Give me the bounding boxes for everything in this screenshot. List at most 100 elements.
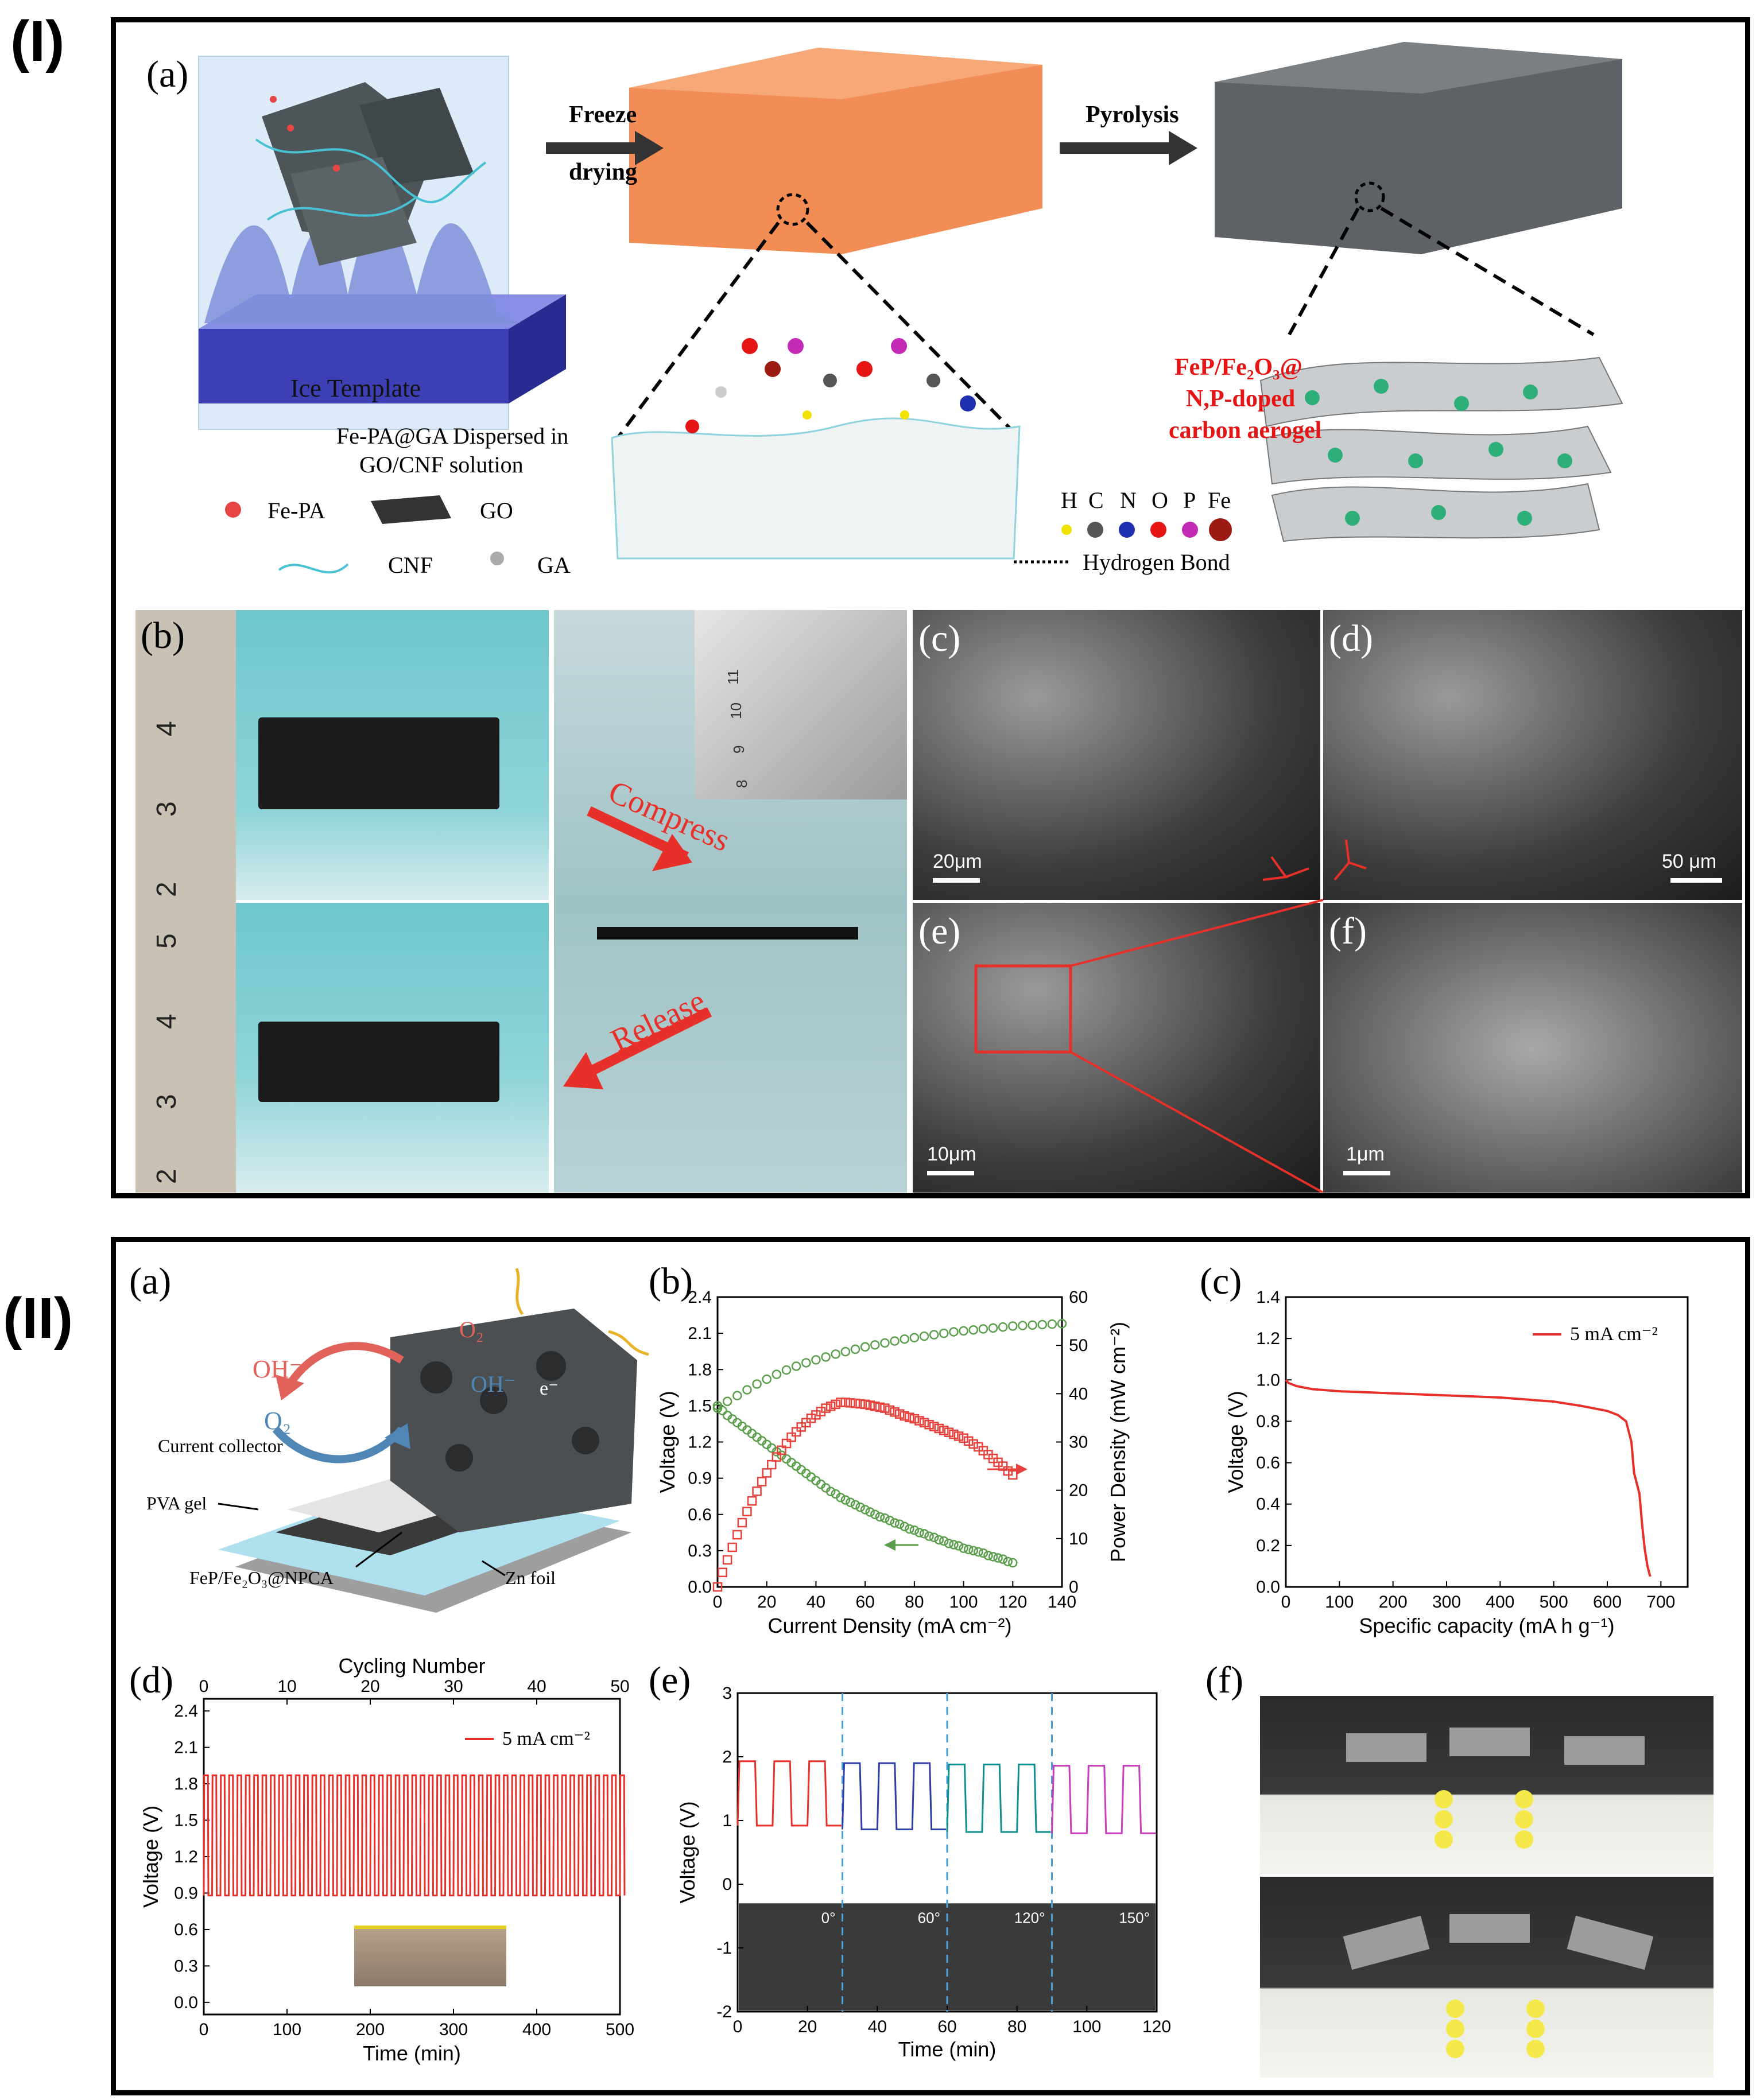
chart-c-y-tick-label: 0.4 <box>1256 1495 1280 1514</box>
chart-b-series2-point <box>846 1398 855 1408</box>
svg-text:2: 2 <box>152 1169 182 1184</box>
panel-i-c-sem <box>913 610 1320 900</box>
panel-i-f-sem <box>1323 903 1742 1193</box>
chart-b-x-tick-label: 140 <box>1048 1593 1076 1612</box>
chart-b-series1-point <box>919 1331 929 1341</box>
cnf-legend-icon <box>278 563 349 574</box>
chart-b-series0-point <box>939 1536 949 1546</box>
chart-d-y-tick-label: 2.4 <box>174 1702 198 1721</box>
chart-b-y-axis-label: Voltage (V) <box>656 1391 679 1493</box>
chart-b-series2-point <box>737 1517 747 1528</box>
chart-e-y-tick-label: 0 <box>722 1875 732 1894</box>
hydrogen-bond-text: Hydrogen Bond <box>1083 549 1230 575</box>
chart-c-y-tick-label: 0.0 <box>1256 1578 1280 1597</box>
panel-i-f-label: (f) <box>1329 910 1367 952</box>
atom-o: O <box>1152 487 1168 513</box>
chart-b-series2-point <box>1008 1470 1018 1480</box>
chart-b-series0-point <box>963 1544 974 1555</box>
doped-carbon-sheets-illustration <box>1259 356 1623 542</box>
chart-b-series0-point <box>850 1500 860 1510</box>
chart-b-series2-point <box>722 1555 732 1565</box>
chart-d-x-axis-label: Time (min) <box>363 2041 461 2065</box>
chart-c-y-tick-label: 1.0 <box>1256 1371 1280 1389</box>
chart-c-x-tick-label: 700 <box>1646 1593 1675 1612</box>
chart-d-x-tick-label: 0 <box>199 2020 209 2039</box>
drying-label: drying <box>569 159 637 185</box>
chart-b-x-tick-label: 60 <box>855 1593 874 1612</box>
chart-b-series1-point <box>1028 1320 1037 1330</box>
chart-b-series1-point <box>801 1358 811 1368</box>
chart-b-series0-point <box>885 1516 895 1525</box>
part-i-label: (I) <box>10 9 65 73</box>
cnf-legend-text: CNF <box>388 552 433 578</box>
compression-plate <box>597 927 858 940</box>
chart-b-series0-point <box>870 1509 880 1519</box>
chart-b-series1-point <box>929 1330 939 1340</box>
chart-b-series2-point <box>821 1403 831 1413</box>
chart-b-series0-point <box>836 1493 846 1503</box>
chart-e-series1-line <box>842 1762 947 1831</box>
chart-c-plot-frame <box>1285 1296 1689 1588</box>
chart-b-series0-point <box>929 1532 939 1542</box>
chart-c-series-line <box>1285 1379 1652 1577</box>
current-collector-text: Current collector <box>158 1435 283 1456</box>
chart-e-y-tick-label: -2 <box>716 2002 732 2021</box>
panel-i-c-scale-text: 20μm <box>933 851 982 872</box>
chart-c-x-tick-label: 200 <box>1379 1593 1408 1612</box>
chart-b-series2-point <box>732 1530 742 1540</box>
chart-b-x-tick-label: 40 <box>807 1593 825 1612</box>
chart-c-x-tick-label: 400 <box>1486 1593 1514 1612</box>
chart-b-series2-point <box>900 1411 909 1421</box>
panel-ii-f-label: (f) <box>1205 1659 1243 1701</box>
chart-e-angle-label: 0° <box>821 1909 836 1926</box>
panel-i-f-scalebar <box>1343 1171 1390 1175</box>
chart-b-series2-point <box>909 1414 920 1424</box>
chart-b-series1-point <box>850 1344 860 1354</box>
chart-b-series2-point <box>968 1439 978 1449</box>
chart-e-x-tick-label: 40 <box>868 2017 887 2036</box>
atom-n: N <box>1120 487 1137 513</box>
chart-d-x-tick-label: 400 <box>522 2020 551 2039</box>
chart-b-series2-point <box>919 1418 929 1428</box>
chart-b-x-axis-label: Current Density (mA cm⁻²) <box>767 1614 1011 1637</box>
atom-p: P <box>1183 487 1196 513</box>
electron-text: e⁻ <box>540 1378 559 1399</box>
panel-i-b-ruler <box>135 610 236 1193</box>
panel-i-e-sem <box>913 903 1320 1193</box>
chart-b-series0-point <box>983 1551 993 1561</box>
chart-d-y-tick-label: 0.9 <box>174 1884 198 1903</box>
chart-c-y-tick-label: 1.4 <box>1256 1288 1280 1307</box>
chart-c-x-tick-label: 500 <box>1540 1593 1568 1612</box>
panel-ii-f-led-photo-bottom <box>1260 1877 1714 2078</box>
chart-b-series0-point <box>909 1525 920 1535</box>
panel-ii-b-label: (b) <box>649 1260 693 1302</box>
atom-fe-icon <box>1209 518 1232 541</box>
chart-b-x-tick-label: 100 <box>949 1593 978 1612</box>
svg-text:8: 8 <box>733 780 750 788</box>
chart-b-series2-point <box>791 1427 801 1437</box>
chart-b-series0-point <box>894 1519 905 1529</box>
chart-e-x-tick-label: 100 <box>1072 2017 1101 2036</box>
svg-text:10: 10 <box>727 702 745 719</box>
svg-text:11: 11 <box>724 669 742 685</box>
chart-b-series0-point <box>865 1507 875 1517</box>
chart-b-series2-point <box>934 1423 944 1434</box>
chart-b-y2-tick-label: 50 <box>1069 1336 1088 1355</box>
chart-e-angle-label: 150° <box>1119 1909 1150 1926</box>
panel-ii-d-inset-photo <box>354 1926 506 1986</box>
chart-b-y-tick-label: 0.9 <box>688 1469 712 1488</box>
chart-b-series2-point <box>939 1426 949 1435</box>
chart-c-y-axis-label: Voltage (V) <box>1224 1391 1247 1493</box>
chart-b-y2-axis-label: Power Density (mW cm⁻²) <box>1106 1322 1130 1562</box>
chart-b-series2-point <box>786 1432 796 1442</box>
chart-b-series2-point <box>836 1398 846 1407</box>
o2-top-text: O₂ <box>459 1317 484 1342</box>
panel-i-b-inset-photo <box>695 610 907 799</box>
chart-c-x-tick-label: 0 <box>1281 1593 1291 1612</box>
svg-text:3: 3 <box>152 801 182 817</box>
chart-b-series1-point <box>1018 1321 1028 1330</box>
chart-d-x-tick-label: 200 <box>356 2020 385 2039</box>
chart-b-series2-point <box>944 1427 954 1437</box>
panel-i-e-scalebar <box>927 1171 974 1175</box>
